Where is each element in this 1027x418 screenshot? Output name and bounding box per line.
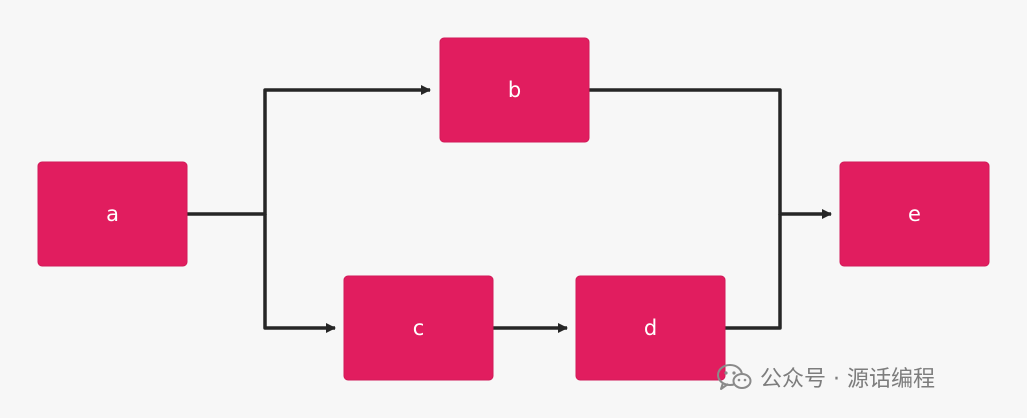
node-d-box [575, 275, 726, 381]
node-e: e [839, 161, 990, 267]
watermark: 公众号 · 源话编程 [716, 360, 935, 394]
node-e-label: e [908, 202, 921, 226]
node-a-box [37, 161, 188, 267]
node-a: a [37, 161, 188, 267]
node-b-label: b [508, 78, 521, 102]
edge-b-to-e [589, 88, 832, 219]
edge-d-to-e [725, 214, 782, 330]
node-a-label: a [106, 202, 119, 226]
node-d-label: d [644, 316, 657, 340]
node-c-label: c [413, 316, 425, 340]
node-b: b [439, 37, 590, 143]
edge-a-to-b [187, 85, 431, 216]
node-e-box [839, 161, 990, 267]
node-c-box [343, 275, 494, 381]
wechat-icon [717, 364, 752, 390]
watermark-text: 公众号 · 源话编程 [760, 367, 935, 392]
node-d: d [575, 275, 726, 381]
node-b-box [439, 37, 590, 143]
edge-a-to-c [263, 214, 336, 333]
node-c: c [343, 275, 494, 381]
